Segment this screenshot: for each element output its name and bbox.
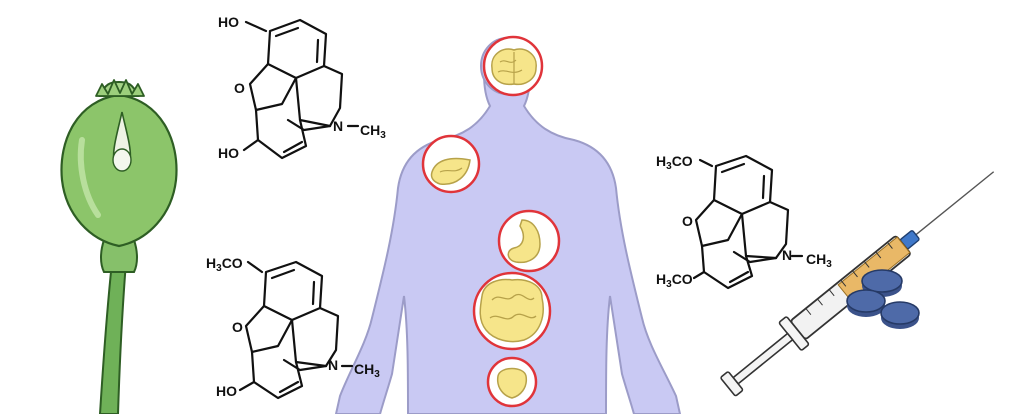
pill-1: [861, 269, 903, 297]
morphine-ch3-label: CH3: [360, 122, 386, 141]
intestines-callout: [472, 271, 552, 351]
codeine-oh-label: HO: [216, 383, 237, 399]
bottom-methoxy-label: H3CO: [656, 271, 693, 290]
morphine-o-label: O: [234, 80, 245, 96]
top-methoxy-label: H3CO: [656, 153, 693, 172]
dimethoxy-ch3-label: CH3: [806, 251, 832, 270]
morphine-n-label: N: [333, 118, 343, 134]
codeine-structure: H3CO O HO N CH3: [206, 255, 380, 400]
syringe: [720, 171, 995, 397]
bladder-callout: [486, 356, 538, 408]
pill-2: [846, 289, 886, 317]
morphine-oh-top-label: HO: [218, 14, 239, 30]
dimethoxy-o-label: O: [682, 213, 693, 229]
dimethoxy-n-label: N: [782, 247, 792, 263]
lungs-callout: [421, 134, 481, 194]
codeine-o-label: O: [232, 319, 243, 335]
stomach-callout: [497, 209, 561, 273]
morphine-oh-bottom-label: HO: [218, 145, 239, 161]
poppy-capsule: [60, 79, 178, 414]
codeine-ch3-label: CH3: [354, 361, 380, 380]
pill-3: [880, 301, 920, 329]
codeine-methoxy-label: H3CO: [206, 255, 243, 274]
codeine-n-label: N: [328, 357, 338, 373]
dimethoxy-structure: H3CO O H3CO N CH3: [656, 153, 832, 290]
morphine-structure: HO O HO N CH3: [218, 14, 386, 161]
pills: [846, 269, 920, 329]
brain-callout: [482, 35, 544, 97]
